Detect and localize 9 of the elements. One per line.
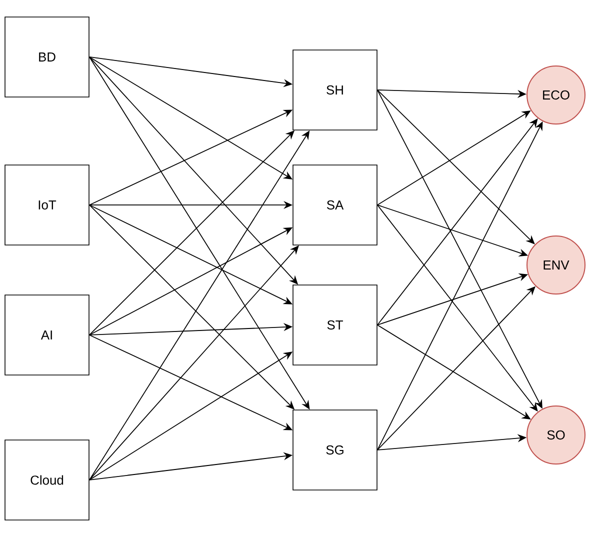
process-box: SA — [292, 164, 378, 246]
process-box: AI — [4, 294, 90, 376]
process-box: SH — [292, 50, 378, 130]
process-box: BD — [4, 16, 90, 98]
process-box: IoT — [4, 164, 90, 246]
process-box: Cloud — [4, 440, 90, 520]
arrow — [376, 90, 535, 244]
process-box: ST — [292, 284, 378, 366]
process-box: SG — [292, 410, 378, 490]
